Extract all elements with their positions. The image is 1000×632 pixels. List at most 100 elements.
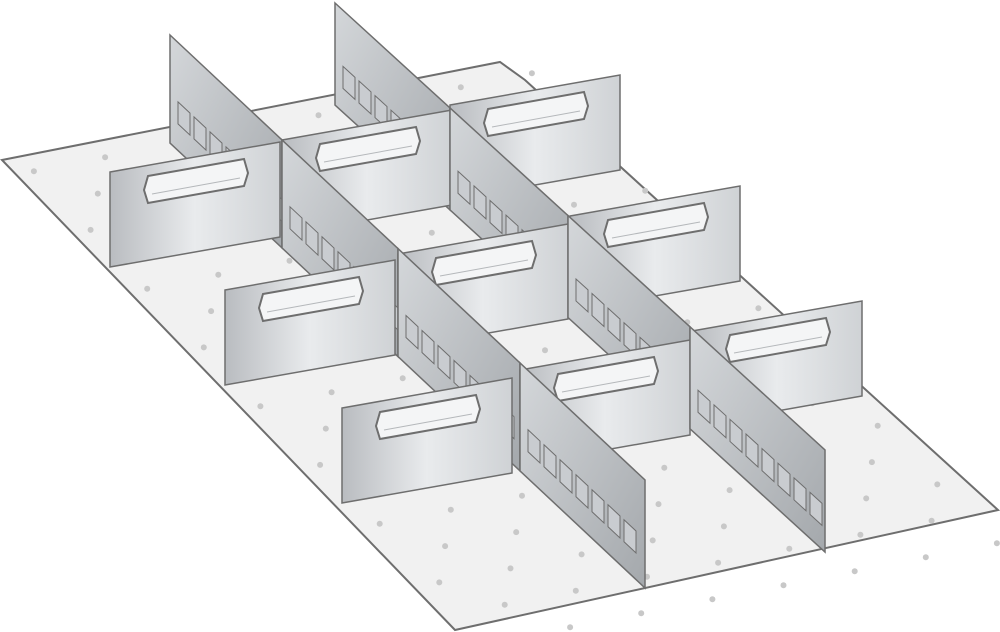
perforation-dot bbox=[720, 523, 727, 530]
dividers bbox=[109, 1, 863, 590]
perforation-dot bbox=[567, 624, 574, 631]
comb-slot bbox=[729, 418, 743, 454]
perforation-dot bbox=[102, 154, 109, 161]
perforation-dot bbox=[215, 271, 222, 278]
perforation-dot bbox=[436, 579, 443, 586]
transverse-divider-panel bbox=[109, 141, 281, 268]
perforation-dot bbox=[863, 495, 870, 502]
label-holder bbox=[552, 355, 660, 403]
comb-slot bbox=[437, 344, 451, 380]
comb-slot bbox=[591, 488, 605, 525]
longitudinal-divider-segment bbox=[519, 361, 646, 590]
perforation-dot bbox=[578, 551, 585, 558]
comb-slot bbox=[559, 458, 573, 495]
comb-slot bbox=[342, 65, 356, 101]
perforation-dot bbox=[928, 517, 935, 524]
comb-slot bbox=[697, 389, 711, 425]
comb-slot bbox=[193, 115, 207, 152]
comb-slot bbox=[473, 184, 487, 220]
perforation-dot bbox=[780, 582, 787, 589]
perforation-dot bbox=[655, 501, 662, 508]
perforation-dot bbox=[94, 190, 101, 197]
comb-slot bbox=[489, 199, 503, 235]
perforation-dot bbox=[857, 531, 864, 538]
perforation-dot bbox=[638, 610, 645, 617]
comb-slot bbox=[177, 100, 191, 137]
label-holder-edge bbox=[439, 259, 529, 277]
comb-slot bbox=[713, 403, 727, 439]
perforation-dot bbox=[317, 461, 324, 468]
label-holder-edge bbox=[561, 375, 651, 393]
perforation-dot bbox=[642, 187, 649, 194]
label-holder-edge bbox=[151, 177, 241, 195]
perforation-dot bbox=[726, 487, 733, 494]
comb-slot bbox=[527, 428, 541, 465]
comb-slot bbox=[457, 170, 471, 206]
transverse-divider-panel bbox=[341, 377, 513, 504]
comb-slot bbox=[405, 314, 419, 350]
perforation-dot bbox=[322, 425, 329, 432]
perforation-dot bbox=[519, 492, 525, 499]
comb-slot bbox=[421, 329, 435, 365]
perforation-dot bbox=[528, 70, 535, 77]
comb-slot bbox=[607, 307, 621, 343]
comb-slot bbox=[761, 447, 775, 483]
perforation-dot bbox=[428, 229, 435, 236]
label-holder-edge bbox=[266, 295, 356, 313]
perforation-dot bbox=[649, 537, 656, 544]
perforation-dot bbox=[851, 568, 858, 575]
label-holder-edge bbox=[383, 413, 473, 431]
perforation-dot bbox=[715, 559, 722, 566]
divider-face bbox=[689, 325, 826, 554]
transverse-divider-panel bbox=[224, 259, 396, 386]
comb-slot bbox=[575, 473, 589, 510]
perforation-dot bbox=[286, 257, 293, 264]
perforation-dot bbox=[257, 403, 264, 410]
comb-slot bbox=[623, 518, 637, 555]
label-holder bbox=[257, 275, 365, 323]
comb-slot bbox=[358, 79, 372, 116]
comb-slot bbox=[809, 491, 823, 527]
label-holder-edge bbox=[323, 145, 413, 163]
label-holder bbox=[314, 125, 422, 173]
perforation-dot bbox=[144, 285, 151, 292]
perforation-dot bbox=[755, 305, 762, 312]
label-holder-edge bbox=[733, 336, 823, 354]
perforation-dot bbox=[709, 596, 716, 603]
perforation-dot bbox=[513, 529, 520, 536]
perforation-dot bbox=[572, 587, 579, 594]
comb-slot bbox=[591, 292, 605, 328]
perforation-dot bbox=[328, 389, 335, 396]
comb-slot bbox=[607, 503, 621, 540]
perforation-dot bbox=[442, 543, 449, 550]
perforation-dot bbox=[30, 168, 37, 175]
label-holder bbox=[430, 239, 538, 287]
comb-slot bbox=[575, 277, 589, 314]
label-holder-edge bbox=[611, 221, 701, 239]
perforation-dot bbox=[399, 375, 406, 382]
comb-slot bbox=[543, 443, 557, 480]
perforation-dot bbox=[315, 112, 322, 119]
comb-slot bbox=[289, 205, 303, 242]
label-holder bbox=[374, 393, 482, 441]
perforation-dot bbox=[457, 84, 464, 91]
perforation-dot bbox=[507, 565, 514, 572]
label-holder bbox=[602, 201, 710, 249]
perforation-dot bbox=[87, 226, 94, 233]
label-holder bbox=[724, 316, 832, 364]
perforation-dot bbox=[571, 201, 577, 208]
label-holder bbox=[142, 157, 250, 205]
comb-slot bbox=[777, 462, 791, 498]
perforation-dot bbox=[786, 545, 793, 552]
perforation-dot bbox=[208, 308, 215, 315]
perforation-dot bbox=[447, 506, 454, 513]
perforation-dot bbox=[922, 554, 929, 561]
comb-slot bbox=[305, 220, 319, 257]
perforation-dot bbox=[376, 520, 383, 527]
comb-slot bbox=[793, 476, 807, 512]
perforation-dot bbox=[661, 464, 668, 471]
perforation-dot bbox=[934, 481, 941, 488]
longitudinal-divider-segment bbox=[689, 325, 826, 554]
perforation-dot bbox=[868, 459, 875, 466]
